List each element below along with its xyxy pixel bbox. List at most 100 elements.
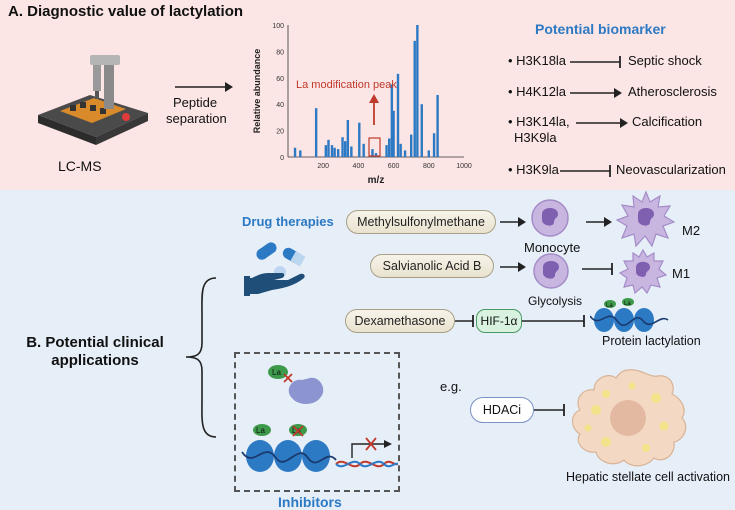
- spectrum-bar: [341, 137, 344, 157]
- spectrum-y-tick-label: 80: [276, 49, 284, 56]
- eg-label: e.g.: [440, 379, 462, 394]
- spectrum-bar: [410, 134, 413, 157]
- hdaci-box: HDACi: [470, 397, 534, 423]
- promote-arrow-icon: [586, 217, 612, 227]
- inhibit-arrow-icon: [560, 165, 611, 177]
- biomarker-item-2: • H4K12la: [508, 84, 567, 99]
- inhibit-arrow-icon: [570, 56, 621, 68]
- step-label-peptide: Peptide: [173, 95, 218, 110]
- drug-therapies-heading: Drug therapies: [242, 214, 334, 229]
- spectrum-bar: [350, 146, 353, 157]
- drug-methylsulfonylmethane: Methylsulfonylmethane: [346, 210, 496, 234]
- hepatic-stellate-label: Hepatic stellate cell activation: [566, 470, 730, 484]
- spectrum-bar: [385, 145, 388, 157]
- drug-salvianolic-acid-b: Salvianolic Acid B: [370, 254, 494, 278]
- panel-a-title: A. Diagnostic value of lactylation: [8, 3, 244, 20]
- spectrum-bar: [416, 25, 419, 157]
- spectrum-bar: [413, 40, 416, 158]
- spectrum-bar: [432, 133, 436, 157]
- spectrum-x-tick-label: 600: [388, 163, 400, 170]
- spectrum-bar: [390, 84, 394, 157]
- spectrum-bar: [314, 108, 318, 157]
- biomarker-mark-1: H3K18la: [516, 53, 567, 68]
- spectrum-bar: [333, 147, 336, 157]
- m2-label: M2: [682, 223, 701, 238]
- inhibit-arrow-icon: [534, 404, 565, 416]
- spectrum-bar: [374, 153, 378, 157]
- biomarker-item-1: • H3K18la: [508, 53, 567, 68]
- curly-brace-icon: [185, 277, 217, 438]
- biomarker-item-3: • H3K14la,: [508, 114, 570, 129]
- panel-a-background: [0, 0, 735, 190]
- spectrum-x-tick-label: 200: [317, 163, 329, 170]
- arrow-icon: [175, 82, 233, 92]
- panel-b-title: B. Potential clinical applications: [10, 334, 180, 370]
- spectrum-y-tick-label: 20: [276, 129, 284, 136]
- promote-arrow-icon: [500, 217, 526, 227]
- la-peak-highlight-box: [368, 137, 381, 157]
- spectrum-y-tick-label: 40: [276, 102, 284, 109]
- spectrum-bar: [327, 139, 330, 157]
- lc-ms-instrument-icon: [38, 55, 148, 145]
- hepatic-stellate-cell-icon: [571, 369, 687, 467]
- nucleosome-lactylation-icon: La La: [590, 298, 669, 332]
- hif-1a-box: HIF-1α: [476, 309, 522, 333]
- spectrum-bar: [403, 150, 407, 157]
- spectrum-bar: [392, 110, 395, 157]
- spectrum-bar: [396, 73, 400, 157]
- lactylated-protein-icon: La: [268, 365, 324, 404]
- spectrum-bar: [436, 94, 439, 157]
- biomarker-mark-2: H4K12la: [516, 84, 567, 99]
- spectrum-ylabel: Relative abundance: [252, 49, 262, 134]
- spectrum-bar: [358, 122, 361, 157]
- biomarker-mark-4: H3K9la: [516, 162, 559, 177]
- biomarker-target-3: Calcification: [632, 114, 703, 129]
- biomarker-mark-3b: H3K9la: [514, 130, 557, 145]
- m1-label: M1: [672, 266, 691, 281]
- spectrum-x-tick-label: 800: [423, 163, 435, 170]
- inhibit-arrow-icon: [582, 263, 613, 275]
- biomarker-target-1: Septic shock: [628, 53, 702, 68]
- inhibit-arrow-icon: [522, 315, 585, 327]
- biomarker-target-4: Neovascularization: [616, 162, 726, 177]
- spectrum-bar: [330, 145, 334, 157]
- inhibit-arrow-icon: [455, 315, 474, 327]
- drug-dexamethasone: Dexamethasone: [345, 309, 455, 333]
- annotation-arrow-head: [369, 94, 379, 103]
- la-tag: La: [256, 426, 265, 435]
- spectrum-bar: [324, 145, 328, 157]
- svg-text:La: La: [606, 303, 613, 309]
- panel-b-title-line2: applications: [51, 352, 139, 369]
- spectrum-bar: [362, 143, 365, 157]
- spectrum-bar: [344, 141, 347, 157]
- inhibitors-heading: Inhibitors: [278, 494, 342, 510]
- spectrum-y-tick-label: 0: [280, 155, 284, 162]
- spectrum-bar: [420, 104, 423, 157]
- biomarker-heading: Potential biomarker: [535, 21, 666, 37]
- spectrum-bar: [336, 149, 340, 157]
- spectrum-y-tick-label: 100: [272, 23, 284, 30]
- step-label-separation: separation: [166, 111, 227, 126]
- biomarker-target-2: Atherosclerosis: [628, 84, 717, 99]
- panel-b-title-line1: B. Potential clinical: [26, 334, 164, 351]
- spectrum-bar: [388, 138, 391, 157]
- spectrum-bar: [293, 147, 297, 157]
- monocyte-cell-icon: [533, 253, 569, 289]
- monocyte-label: Monocyte: [524, 240, 581, 255]
- promote-arrow-icon: [500, 262, 526, 272]
- spectrum-bar: [399, 143, 402, 157]
- spectrum-x-tick-label: 1000: [456, 163, 472, 170]
- promote-arrow-icon: [570, 88, 622, 98]
- m1-macrophage-icon: [618, 248, 668, 295]
- spectrum-bar: [371, 149, 374, 157]
- promote-arrow-icon: [576, 118, 628, 128]
- spectrum-bar: [299, 150, 302, 157]
- spectrum-bar: [427, 150, 430, 157]
- la-modification-annotation: La modification peak: [296, 79, 397, 91]
- svg-text:La: La: [624, 301, 631, 307]
- protein-lactylation-label: Protein lactylation: [602, 334, 701, 348]
- lc-ms-label: LC-MS: [58, 158, 102, 174]
- hand-pills-icon: [244, 242, 306, 296]
